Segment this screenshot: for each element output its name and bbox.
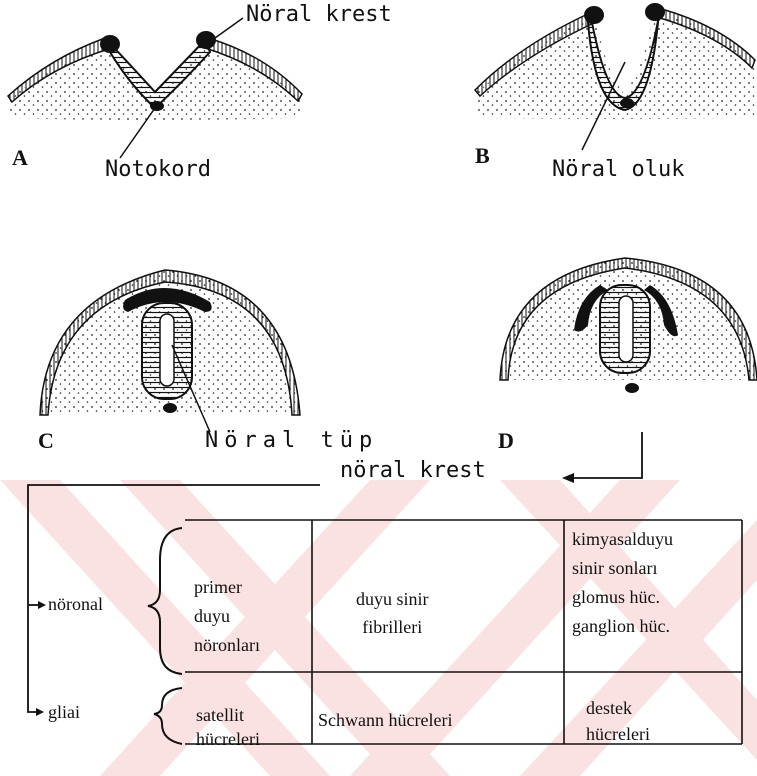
cell-satellit-hucreleri: satellit hücreleri: [196, 703, 260, 751]
label-noral-oluk: Nöral oluk: [552, 157, 684, 182]
cell-kimyasalduyu: kimyasalduyu sinir sonları glomus hüc. g…: [572, 525, 673, 641]
cell-duyu-sinir-fibrilleri: duyu sinir fibrilleri: [356, 585, 429, 641]
cell-destek-hucreleri: destek hücreleri: [586, 695, 650, 747]
label-notokord: Notokord: [105, 157, 211, 182]
cell-schwann-hucreleri: Schwann hücreleri: [318, 710, 452, 731]
label-gliai: gliai: [48, 702, 80, 723]
panel-letter-c: C: [38, 428, 54, 454]
label-noral-krest-a: Nöral krest: [246, 2, 392, 27]
cell-primer-duyu-noronlari: primer duyu nöronları: [194, 573, 260, 660]
label-noral-krest-root: nöral krest: [340, 458, 486, 483]
panel-letter-a: A: [12, 145, 28, 171]
d-to-crest-arrow: [562, 432, 642, 483]
panel-letter-b: B: [475, 143, 490, 169]
label-noral-tup: Nöral tüp: [205, 428, 378, 453]
label-noronal: nöronal: [48, 594, 103, 615]
panel-a-drawing: [8, 18, 302, 158]
panel-b-drawing: [475, 3, 755, 150]
panel-c-drawing: [40, 270, 300, 432]
panel-letter-d: D: [498, 428, 514, 454]
panel-d-drawing: [500, 258, 757, 393]
